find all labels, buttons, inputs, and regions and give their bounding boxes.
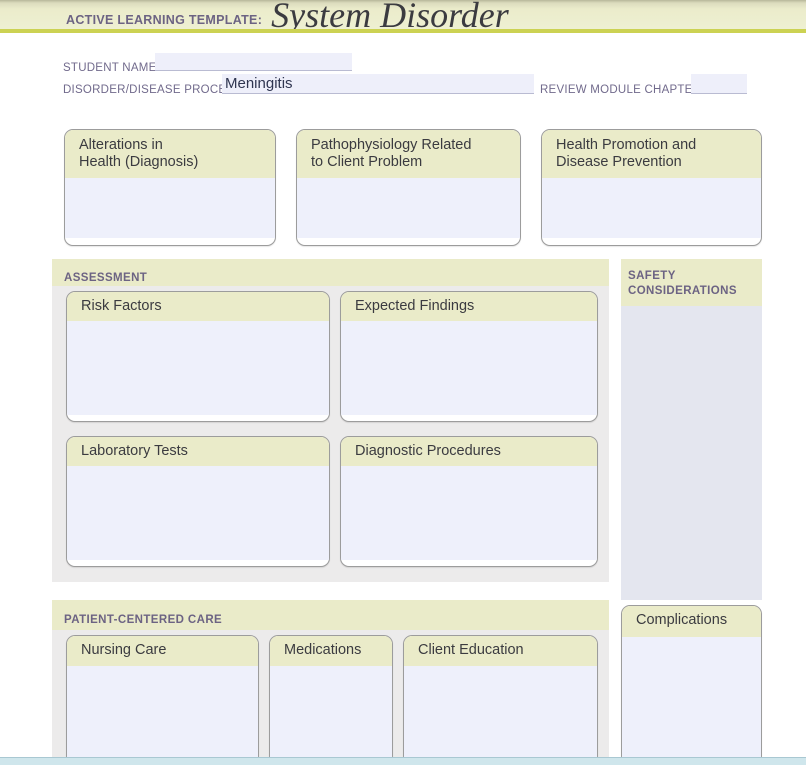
card-title-line-1: Alterations in (79, 137, 163, 153)
safety-considerations-title: SAFETY CONSIDERATIONS (628, 269, 737, 299)
assessment-section-title: ASSESSMENT (64, 272, 148, 284)
review-module-chapter-input[interactable] (691, 74, 747, 94)
student-name-input[interactable] (155, 53, 352, 71)
card-medications[interactable]: Medications (269, 635, 393, 765)
assessment-header-strip (52, 259, 609, 286)
safety-title-line-1: SAFETY (628, 270, 676, 282)
card-pathophysiology-body[interactable] (297, 178, 520, 238)
header-inner: ACTIVE LEARNING TEMPLATE: System Disorde… (0, 0, 806, 33)
card-expected-findings-title: Expected Findings (341, 292, 597, 321)
review-module-chapter-label: REVIEW MODULE CHAPTER (540, 84, 702, 96)
card-risk-factors[interactable]: Risk Factors (66, 291, 330, 422)
card-client-education-body[interactable] (404, 666, 597, 764)
card-nursing-care-body[interactable] (67, 666, 258, 764)
bottom-accent-bar (0, 757, 806, 765)
card-health-promotion-title: Health Promotion and Disease Prevention (542, 130, 761, 178)
card-nursing-care-title: Nursing Care (67, 636, 258, 666)
card-complications-body[interactable] (622, 637, 761, 764)
disorder-process-value: Meningitis (225, 75, 293, 92)
card-pathophysiology[interactable]: Pathophysiology Related to Client Proble… (296, 129, 521, 246)
patient-centered-care-header-strip (52, 600, 609, 630)
card-title-line-1: Health Promotion and (556, 137, 697, 153)
disorder-process-input[interactable] (222, 74, 534, 94)
card-medications-body[interactable] (270, 666, 392, 764)
template-eyebrow-label: ACTIVE LEARNING TEMPLATE: (66, 13, 263, 27)
card-alterations-in-health[interactable]: Alterations in Health (Diagnosis) (64, 129, 276, 246)
card-risk-factors-body[interactable] (67, 321, 329, 415)
card-alterations-in-health-title: Alterations in Health (Diagnosis) (65, 130, 275, 178)
card-complications-title: Complications (622, 606, 761, 637)
card-pathophysiology-title: Pathophysiology Related to Client Proble… (297, 130, 520, 178)
card-client-education[interactable]: Client Education (403, 635, 598, 765)
safety-header-strip (621, 259, 762, 306)
page-title: System Disorder (271, 0, 509, 33)
card-title-line-2: Disease Prevention (556, 154, 682, 171)
card-diagnostic-procedures-body[interactable] (341, 466, 597, 560)
card-laboratory-tests-title: Laboratory Tests (67, 437, 329, 466)
card-laboratory-tests[interactable]: Laboratory Tests (66, 436, 330, 567)
card-health-promotion[interactable]: Health Promotion and Disease Prevention (541, 129, 762, 246)
patient-centered-care-title: PATIENT-CENTERED CARE (64, 614, 223, 626)
card-health-promotion-body[interactable] (542, 178, 761, 238)
card-risk-factors-title: Risk Factors (67, 292, 329, 321)
card-diagnostic-procedures[interactable]: Diagnostic Procedures (340, 436, 598, 567)
card-laboratory-tests-body[interactable] (67, 466, 329, 560)
card-expected-findings[interactable]: Expected Findings (340, 291, 598, 422)
card-title-line-1: Pathophysiology Related (311, 137, 472, 153)
card-nursing-care[interactable]: Nursing Care (66, 635, 259, 765)
card-title-line-2: Health (Diagnosis) (79, 154, 199, 171)
card-client-education-title: Client Education (404, 636, 597, 666)
card-title-line-2: to Client Problem (311, 154, 423, 171)
disorder-process-label: DISORDER/DISEASE PROCESS (63, 84, 243, 96)
template-header-band: ACTIVE LEARNING TEMPLATE: System Disorde… (0, 0, 806, 33)
card-complications[interactable]: Complications (621, 605, 762, 765)
card-medications-title: Medications (270, 636, 392, 666)
safety-considerations-body[interactable] (621, 306, 762, 600)
card-alterations-in-health-body[interactable] (65, 178, 275, 238)
panel-safety-considerations[interactable] (621, 259, 762, 600)
card-expected-findings-body[interactable] (341, 321, 597, 415)
student-name-label: STUDENT NAME (63, 62, 157, 74)
safety-title-line-2: CONSIDERATIONS (628, 284, 737, 297)
card-diagnostic-procedures-title: Diagnostic Procedures (341, 437, 597, 466)
